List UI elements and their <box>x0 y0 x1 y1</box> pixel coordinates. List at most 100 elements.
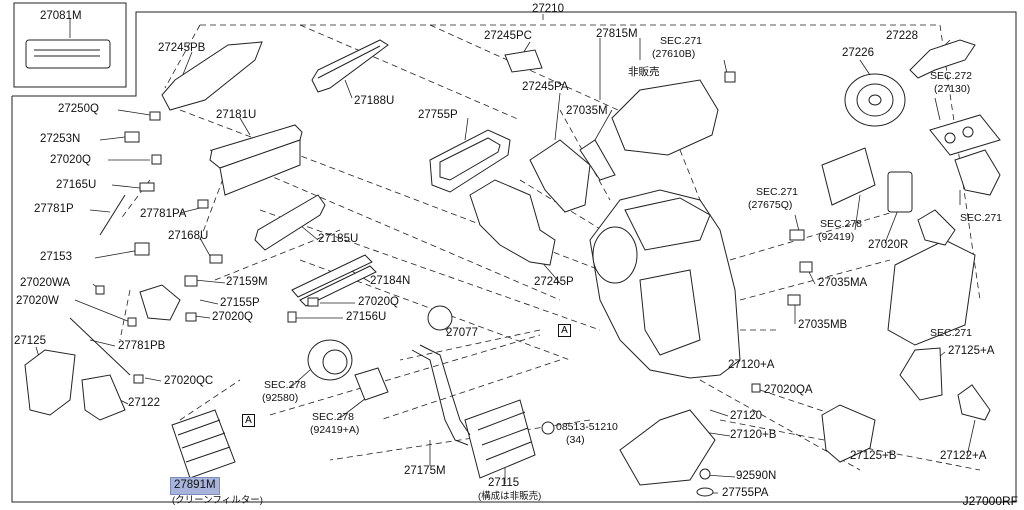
label-27210: 27210 <box>532 3 564 15</box>
label-27168U: 27168U <box>168 230 209 242</box>
label-sec278-92419-code: (92419) <box>818 231 855 243</box>
part-27155P <box>139 284 181 321</box>
label-sec272: SEC.272 <box>930 70 973 82</box>
label-27125A: 27125+A <box>948 345 995 357</box>
label-27250Q: 27250Q <box>58 103 99 115</box>
part-27020WA <box>95 285 105 295</box>
label-92590N: 92590N <box>736 470 777 482</box>
label-screw-part: 08513-51210 <box>556 421 618 433</box>
part-27115 <box>464 399 536 479</box>
label-27891M: 27891M <box>170 477 220 495</box>
label-27020Q-b: 27020Q <box>212 311 253 323</box>
part-27035MA <box>799 261 813 273</box>
part-27020Q <box>151 154 162 165</box>
part-27245P <box>469 179 556 266</box>
label-27815M: 27815M <box>596 28 638 40</box>
part-27120 <box>589 189 741 379</box>
label-27165U: 27165U <box>56 179 97 191</box>
part-92590N <box>699 468 711 480</box>
label-sec278-92419A-code: (92419+A) <box>310 424 360 436</box>
part-sec271-hose <box>954 149 1001 196</box>
label-sec278-92419: SEC.278 <box>820 218 863 230</box>
part-27755PA <box>696 487 714 497</box>
marker-a-left: A <box>242 414 255 427</box>
marker-a-center: A <box>558 324 571 337</box>
label-27781PA: 27781PA <box>140 208 187 220</box>
part-27020QA <box>751 383 761 393</box>
part-27755P <box>429 129 511 193</box>
part-sec278-92419A <box>354 367 389 401</box>
label-screw-qty: (34) <box>566 434 585 446</box>
label-27020Q: 27020Q <box>50 154 91 166</box>
part-27168U <box>209 254 223 264</box>
label-sec271-27675Q-code: (27675Q) <box>748 199 793 211</box>
label-27035MB: 27035MB <box>798 319 848 331</box>
part-27153 <box>134 242 150 256</box>
part-27035M <box>579 139 616 181</box>
part-27228 <box>909 39 976 79</box>
part-27125A <box>899 347 943 401</box>
part-sec271-27610B <box>724 71 736 83</box>
label-sec278-92419A: SEC.278 <box>312 411 355 423</box>
label-27115-note: (構成は非販売) <box>478 491 542 502</box>
part-27125 <box>24 349 76 416</box>
part-27122 <box>81 374 126 421</box>
label-27245P: 27245P <box>534 276 574 288</box>
label-27125: 27125 <box>14 335 46 347</box>
label-27120B: 27120+B <box>730 429 777 441</box>
part-27245PB <box>161 41 263 111</box>
part-27891M <box>171 409 236 479</box>
label-27035M: 27035M <box>566 105 608 117</box>
label-27245PB: 27245PB <box>158 42 206 54</box>
part-27781P <box>99 194 126 236</box>
part-27020W <box>127 317 137 327</box>
label-27020Q-c: 27020Q <box>358 296 399 308</box>
label-27122: 27122 <box>128 397 160 409</box>
label-27020QA: 27020QA <box>764 384 813 396</box>
part-27020Q-c <box>307 297 319 307</box>
label-27153: 27153 <box>40 251 72 263</box>
part-27185U <box>254 194 326 251</box>
label-sec278-92580-code: (92580) <box>262 392 299 404</box>
diagram-reference-code: J27000RF <box>962 494 1018 508</box>
part-sec278-92580 <box>307 339 353 381</box>
label-27081M: 27081M <box>40 10 82 22</box>
label-27120: 27120 <box>730 410 762 422</box>
inset-box <box>13 2 127 88</box>
part-27020QC <box>133 374 144 384</box>
part-27781PB <box>69 317 131 376</box>
label-27185U: 27185U <box>318 233 359 245</box>
part-27077 <box>427 305 453 331</box>
part-27081M <box>25 39 111 69</box>
label-27077: 27077 <box>446 327 478 339</box>
label-sec271-27610B-code: (27610B) <box>652 48 696 60</box>
label-sec271-lower: SEC.271 <box>930 327 973 339</box>
label-27253N: 27253N <box>40 133 81 145</box>
part-27815M <box>611 79 719 156</box>
label-sec271-right: SEC.271 <box>960 212 1003 224</box>
label-27781PB: 27781PB <box>118 340 166 352</box>
label-27115: 27115 <box>488 477 520 489</box>
label-27228: 27228 <box>886 30 918 42</box>
label-sec278-92580: SEC.278 <box>264 379 307 391</box>
part-27245PA <box>529 139 591 213</box>
part-27245PC <box>504 49 543 73</box>
part-sec278-92419 <box>821 147 876 206</box>
part-27120B <box>619 409 716 486</box>
label-27155P: 27155P <box>220 297 260 309</box>
screw-symbol <box>541 421 555 435</box>
label-sec271-27610B: SEC.271 <box>660 35 703 47</box>
part-27122A <box>957 384 991 421</box>
label-27184N: 27184N <box>370 275 411 287</box>
part-27226 <box>844 73 906 127</box>
label-27245PA: 27245PA <box>522 81 569 93</box>
label-27020W: 27020W <box>16 295 59 307</box>
part-outlines <box>24 39 1001 497</box>
part-27188U <box>311 39 389 93</box>
part-27184N <box>291 254 373 298</box>
part-27125B <box>821 404 876 463</box>
label-27035MA: 27035MA <box>818 277 868 289</box>
part-27020R <box>887 171 913 213</box>
part-27781PA <box>197 199 209 209</box>
